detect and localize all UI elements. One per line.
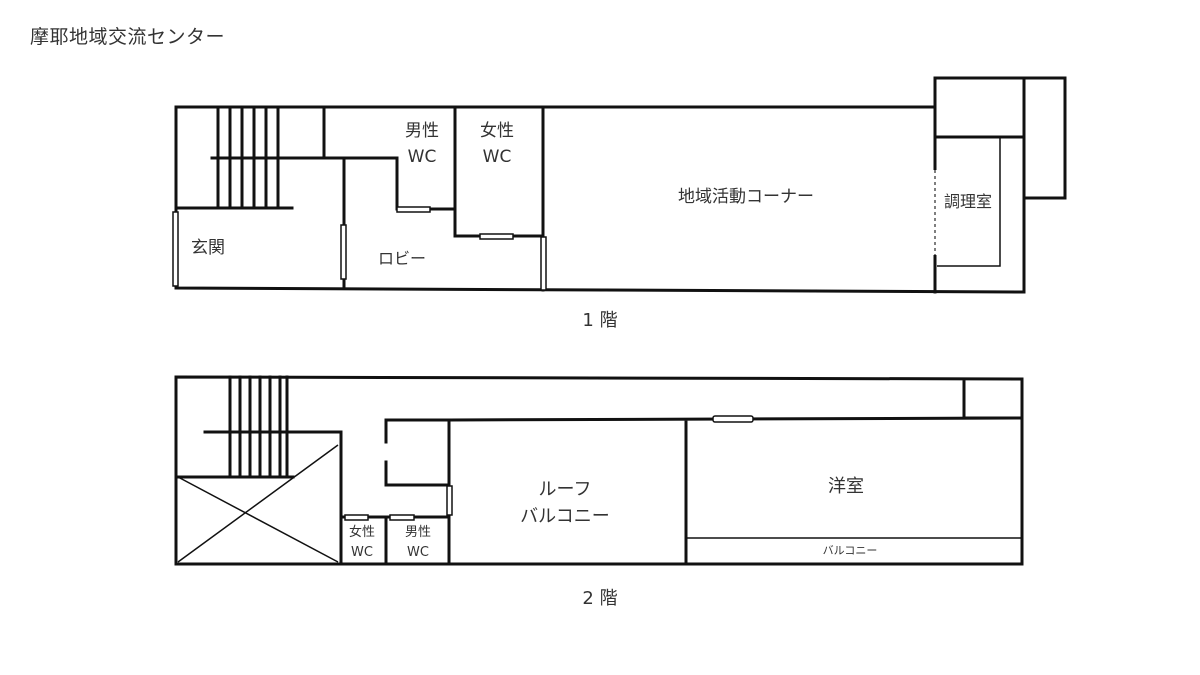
floor-2-label: 2 階	[582, 588, 617, 609]
lobby-door[interactable]	[340, 224, 347, 280]
f2-room-roof-balcony-line2: バルコニー	[520, 506, 610, 527]
f2-room-mens-wc-line1: 男性	[405, 525, 431, 540]
floor-2-plan: 女性 WC 男性 WC ルーフ バルコニー 洋室 バルコニー 2 階	[174, 375, 1024, 609]
page-title: 摩耶地域交流センター	[30, 26, 226, 48]
kitchen-counter	[937, 136, 1001, 267]
f2-room-womens-wc-line1: 女性	[349, 524, 375, 540]
floor-1-plan: 玄関 ロビー 男性 WC 女性 WC 地域活動コーナー 調理室 1 階	[172, 76, 1067, 331]
floor-1-interior-walls	[323, 105, 545, 292]
f2-room-womens-wc-line2: WC	[351, 545, 373, 560]
f2-roof-balcony-door[interactable]	[446, 485, 453, 516]
f2-western-room-door[interactable]	[712, 415, 754, 423]
womens-wc-door[interactable]	[479, 233, 514, 240]
entrance-door[interactable]	[172, 211, 179, 287]
floor-1-label: 1 階	[582, 310, 617, 331]
room-mens-wc-line1: 男性	[405, 121, 439, 141]
floor-1-outer-wall	[174, 76, 1067, 294]
f2-room-mens-wc-line2: WC	[407, 545, 429, 560]
room-mens-wc-line2: WC	[408, 147, 437, 167]
f2-mens-wc-door[interactable]	[389, 514, 415, 521]
floor-2-stairs	[174, 375, 343, 479]
activity-corner-door[interactable]	[540, 236, 547, 291]
floor-2-interior-walls	[339, 416, 1024, 566]
room-womens-wc-line1: 女性	[480, 121, 514, 141]
room-activity-corner: 地域活動コーナー	[678, 187, 814, 207]
room-womens-wc-line2: WC	[483, 147, 512, 167]
mens-wc-door[interactable]	[396, 206, 431, 213]
f2-room-balcony: バルコニー	[823, 544, 878, 557]
room-lobby: ロビー	[378, 249, 426, 268]
room-cooking: 調理室	[944, 192, 992, 211]
f2-womens-wc-door[interactable]	[344, 514, 369, 521]
stairwell-void	[177, 444, 339, 563]
room-entrance: 玄関	[191, 238, 225, 258]
f2-room-western: 洋室	[828, 476, 864, 497]
floor-1-stairs	[174, 105, 327, 210]
f2-room-roof-balcony-line1: ルーフ	[539, 479, 592, 500]
